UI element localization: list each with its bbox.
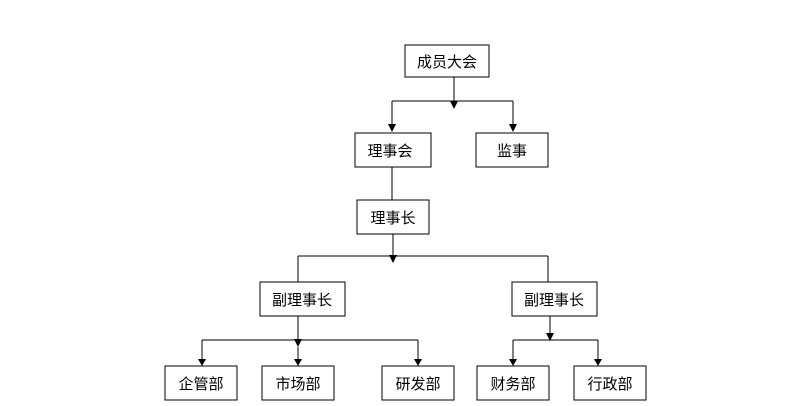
node-box [356, 199, 430, 235]
node-box [259, 281, 346, 317]
node-board: 理事会 [354, 132, 432, 168]
connectors [198, 77, 602, 366]
node-label-members-assembly: 成员大会 [417, 53, 477, 71]
node-label-vice-chairman-right: 副理事长 [524, 291, 584, 309]
arrowhead-vice-right [546, 333, 554, 341]
arrowhead-assembly [450, 101, 458, 109]
node-box [354, 132, 432, 168]
node-label-board: 理事会 [367, 142, 412, 160]
node-box [573, 365, 647, 401]
node-vice-chairman-left: 副理事长 [259, 281, 346, 317]
node-vice-chairman-right: 副理事长 [511, 281, 598, 317]
arrowhead-administration [594, 359, 602, 366]
node-label-marketing: 市场部 [275, 375, 320, 393]
node-rnd: 研发部 [381, 365, 455, 401]
node-marketing: 市场部 [261, 365, 335, 401]
node-finance: 财务部 [476, 365, 550, 401]
arrowhead-enterprise [198, 359, 206, 366]
arrowhead-board [388, 124, 396, 132]
node-label-rnd: 研发部 [395, 375, 440, 393]
node-box [381, 365, 455, 401]
node-label-vice-chairman-left: 副理事长 [272, 291, 332, 309]
arrowhead-finance [509, 359, 517, 366]
node-box [404, 44, 490, 78]
node-administration: 行政部 [573, 365, 647, 401]
arrowhead-supervisor [509, 124, 517, 132]
arrowhead-rnd [414, 359, 422, 366]
node-label-enterprise-mgmt: 企管部 [178, 375, 223, 393]
arrowhead-chairman [389, 255, 397, 263]
arrowhead-vice-left [294, 339, 302, 347]
node-box [261, 365, 335, 401]
node-label-chairman: 理事长 [370, 209, 415, 227]
arrowhead-marketing [294, 359, 302, 366]
node-box [476, 365, 550, 401]
node-box [511, 281, 598, 317]
node-enterprise-mgmt: 企管部 [164, 365, 238, 401]
node-box [475, 132, 549, 168]
node-box [164, 365, 238, 401]
node-label-supervisor: 监事 [497, 142, 527, 160]
node-chairman: 理事长 [356, 199, 430, 235]
node-members-assembly: 成员大会 [404, 44, 490, 78]
node-label-finance: 财务部 [490, 375, 535, 393]
node-label-administration: 行政部 [587, 375, 632, 393]
node-supervisor: 监事 [475, 132, 549, 168]
